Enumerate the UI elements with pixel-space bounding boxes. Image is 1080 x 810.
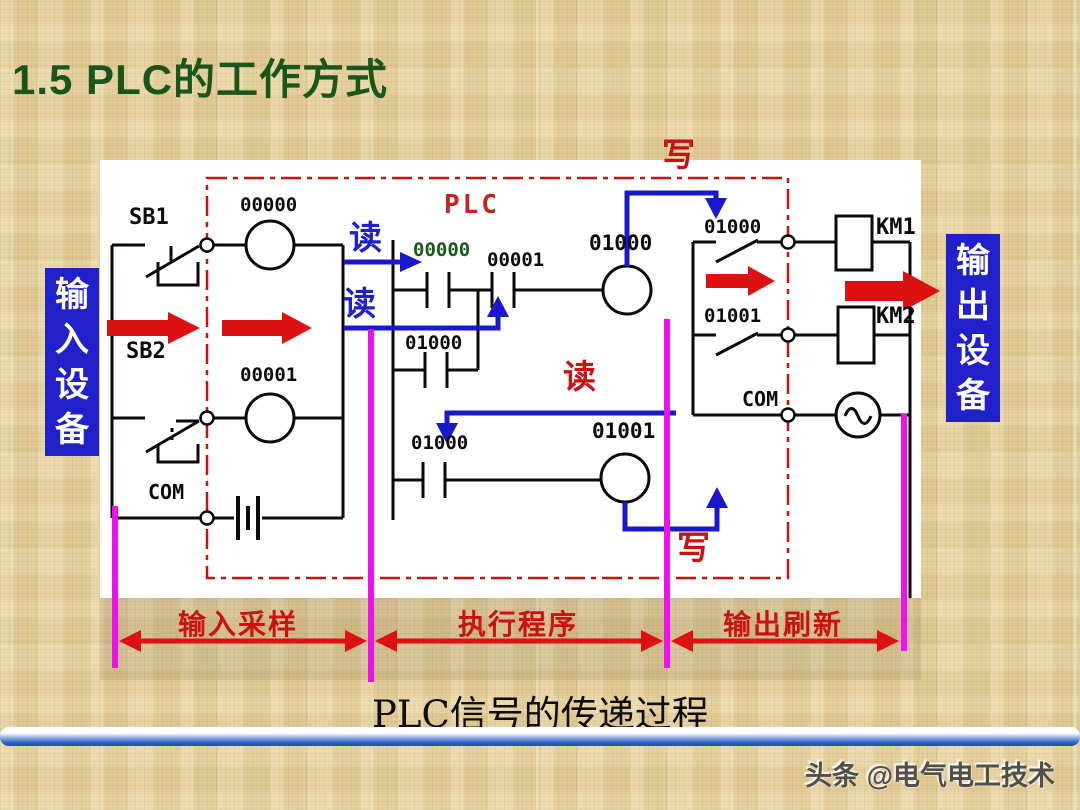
com-output-label: COM	[742, 387, 779, 411]
diagram-panel	[100, 160, 921, 598]
read-annotation-3: 读	[563, 358, 596, 395]
km1-label: KM1	[876, 215, 916, 240]
output-contact-01001-label: 01001	[704, 305, 762, 327]
com-input-label: COM	[148, 480, 185, 504]
watermark: 头条 @电气电工技术	[805, 761, 1055, 791]
output-contact-01000-label: 01000	[704, 216, 762, 238]
ladder-coil-01001-label: 01001	[592, 419, 656, 443]
plc-label: PLC	[444, 190, 500, 220]
sb2-label: SB2	[126, 339, 166, 364]
sb1-label: SB1	[129, 205, 169, 230]
phase-program-execution: 执行程序	[457, 609, 578, 640]
ladder-contact-00001-label: 00001	[487, 249, 545, 271]
phase-output-refresh: 输出刷新	[722, 609, 843, 640]
ladder-contact-00000-label: 00000	[413, 239, 471, 261]
read-annotation-2: 读	[343, 285, 376, 322]
rung2-contact-01000-label: 01000	[411, 432, 469, 454]
phase-input-sampling: 输入采样	[177, 609, 298, 640]
output-device-box: 输出设备	[946, 234, 1000, 422]
write-annotation-bottom: 写	[677, 529, 710, 566]
ladder-coil-01000-label: 01000	[589, 231, 653, 255]
branch-contact-01000-label: 01000	[405, 332, 463, 354]
input-coil-00001-label: 00001	[240, 364, 298, 386]
write-annotation-top: 写	[662, 136, 695, 173]
page-title: 1.5 PLC的工作方式	[12, 56, 389, 103]
input-device-box: 输入设备	[45, 268, 99, 456]
input-coil-00000-label: 00000	[240, 194, 298, 216]
read-annotation-1: 读	[349, 219, 382, 256]
divider-bar	[0, 727, 1080, 746]
km2-label: KM2	[876, 304, 916, 329]
